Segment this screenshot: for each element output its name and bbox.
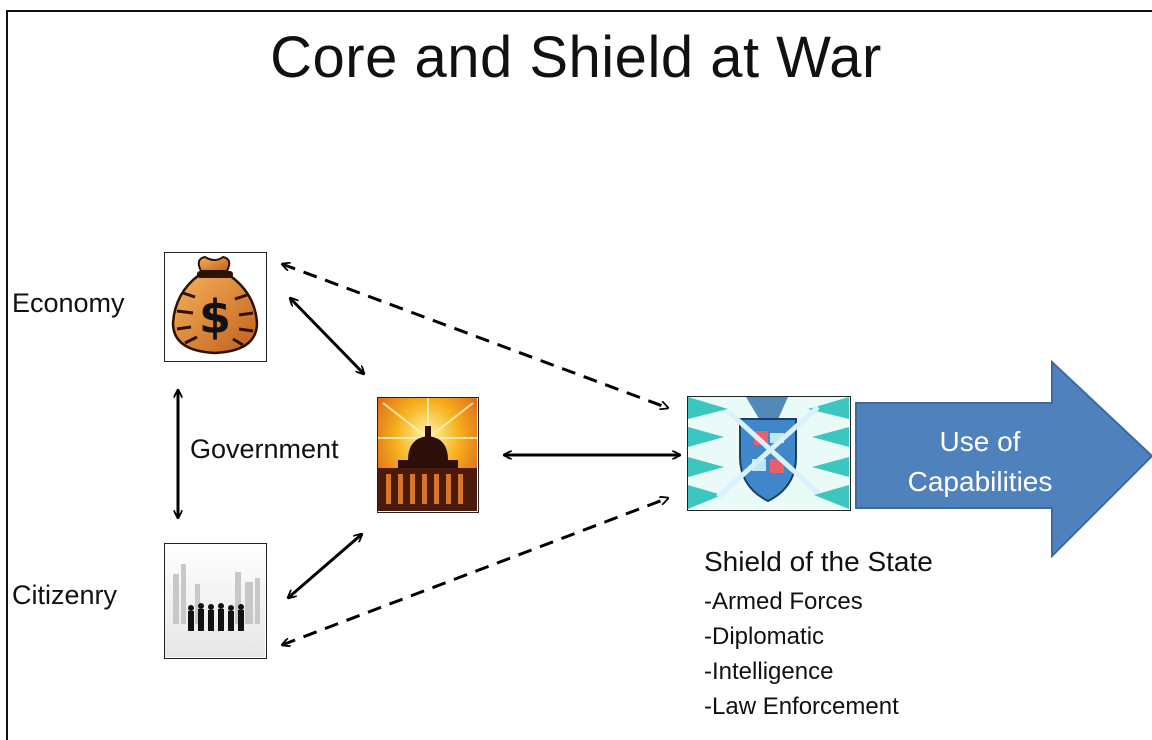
citizenry-shield-connector (282, 498, 668, 645)
use-of-capabilities-arrow (855, 359, 1152, 559)
money-bag-icon: $ (164, 252, 267, 362)
citizenry-label: Citizenry (12, 580, 118, 610)
shield-heading: Shield of the State (704, 546, 933, 577)
list-item: -Law Enforcement (704, 693, 899, 720)
economy-label: Economy (12, 288, 125, 318)
use-of-capabilities-label: Use of Capabilities (880, 422, 1080, 502)
government-label: Government (190, 434, 339, 464)
people-silhouettes-icon (164, 543, 267, 659)
arrow-label-line2: Capabilities (907, 466, 1053, 497)
list-item: -Intelligence (704, 658, 834, 685)
economy-shield-connector (282, 264, 668, 408)
economy-government-connector (290, 298, 364, 374)
list-item: -Diplomatic (704, 623, 825, 650)
citizenry-government-connector (288, 534, 362, 598)
svg-text:$: $ (199, 290, 231, 344)
shield-of-state-list: Shield of the State -Armed Forces -Diplo… (704, 546, 933, 724)
arrow-label-line1: Use of (939, 426, 1021, 457)
shield-crest-icon (687, 396, 851, 511)
slide-title: Core and Shield at War (270, 25, 882, 90)
list-item: -Armed Forces (704, 588, 863, 615)
slide-frame (6, 10, 1152, 740)
